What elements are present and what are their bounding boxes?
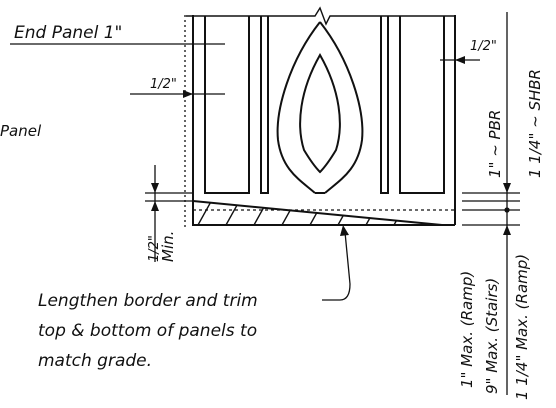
left-dimension-lines bbox=[145, 165, 193, 262]
picket-1 bbox=[204, 16, 250, 194]
dimension-dot bbox=[504, 207, 510, 213]
max-ramp-1-label: 1" Max. (Ramp) bbox=[458, 271, 476, 388]
right-dimension-lines bbox=[462, 12, 520, 395]
break-symbol bbox=[186, 6, 455, 26]
max-stairs-label: 9" Max. (Stairs) bbox=[483, 278, 501, 394]
min-label: Min. bbox=[159, 231, 177, 262]
half-inch-left-label: 1/2" bbox=[150, 77, 177, 92]
pbr-label: 1" ~ PBR bbox=[486, 110, 504, 178]
end-panel-label: End Panel 1" bbox=[14, 23, 122, 43]
note-leader bbox=[322, 231, 351, 301]
max-ramp-2-label: 1 1/4" Max. (Ramp) bbox=[513, 254, 531, 400]
note-line-3: match grade. bbox=[38, 351, 152, 371]
center-oval-ornament bbox=[276, 21, 364, 194]
hatched-wedge bbox=[192, 199, 443, 226]
half-inch-right-label: 1/2" bbox=[470, 39, 497, 54]
panel-fragment-label: Panel bbox=[0, 122, 42, 140]
note-line-1: Lengthen border and trim bbox=[38, 291, 258, 311]
picket-2 bbox=[260, 16, 269, 194]
picket-4 bbox=[399, 16, 445, 194]
note-leader-arrow bbox=[340, 225, 349, 236]
picket-3 bbox=[380, 16, 389, 194]
end-panel-leader bbox=[10, 43, 480, 95]
pickets bbox=[204, 16, 445, 194]
shbr-label: 1 1/4" ~ SHBR bbox=[526, 69, 544, 178]
half-inch-bottom-label: 1/2" bbox=[147, 235, 162, 262]
arrowheads bbox=[151, 56, 511, 235]
note-line-2: top & bottom of panels to bbox=[38, 321, 257, 341]
